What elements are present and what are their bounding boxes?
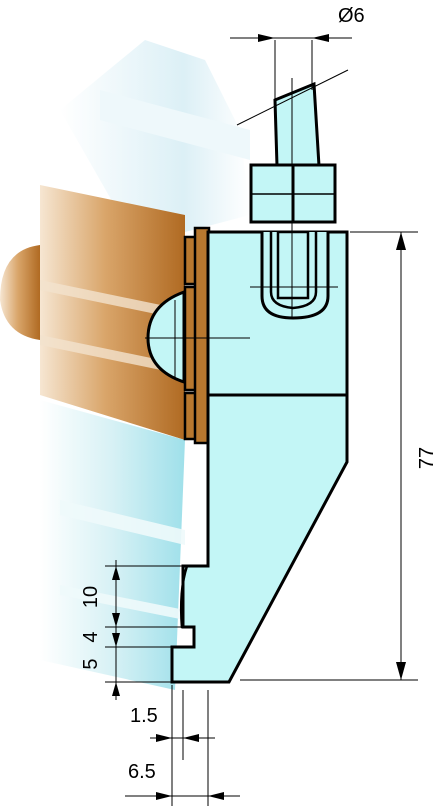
center-lines	[145, 69, 349, 380]
background-profile	[0, 40, 250, 690]
offset-small-label: 1.5	[130, 705, 158, 727]
diameter-dimension: Ø6	[230, 5, 365, 100]
mid-gap-label: 4	[80, 631, 102, 642]
height-label: 77	[416, 447, 438, 469]
bottom-dimensions: 1.5 6.5	[125, 685, 240, 806]
height-dimension: 77	[240, 231, 438, 681]
offset-large-label: 6.5	[128, 761, 156, 783]
hinge-plates	[183, 226, 211, 445]
left-dimensions: 10 4 5	[80, 560, 187, 700]
diameter-label: Ø6	[338, 5, 365, 27]
bolt	[249, 81, 337, 320]
upper-gap-label: 10	[80, 586, 102, 608]
lower-gap-label: 5	[80, 658, 102, 669]
